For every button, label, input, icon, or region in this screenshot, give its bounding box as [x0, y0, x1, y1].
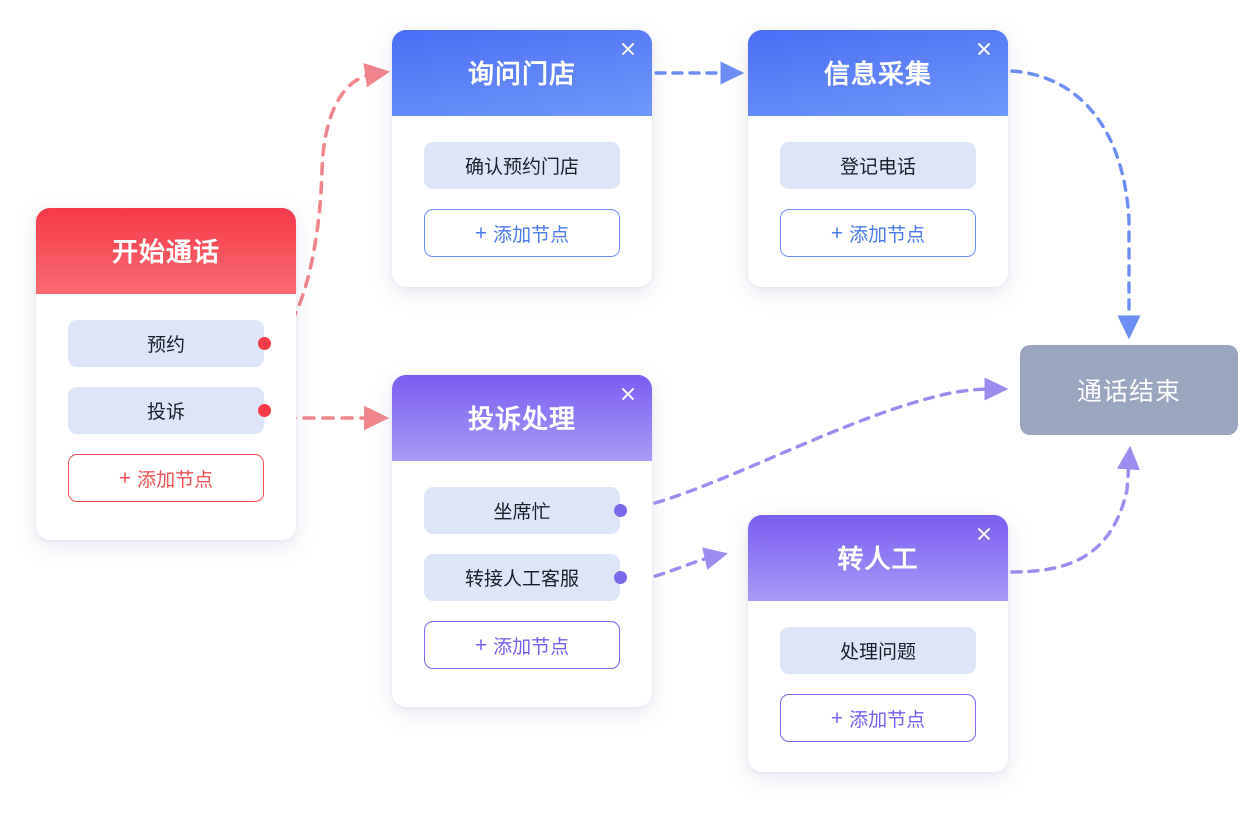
add-node-label: 添加节点: [493, 636, 570, 658]
node-title: 询问门店: [467, 59, 576, 89]
node-item-chip[interactable]: 处理问题: [780, 627, 976, 674]
close-icon[interactable]: [618, 384, 638, 404]
plus-icon: +: [474, 221, 488, 245]
node-ask-store[interactable]: 询问门店 确认预约门店 + 添加节点: [392, 30, 652, 287]
node-title: 转人工: [837, 544, 919, 574]
output-port-dot[interactable]: [614, 571, 627, 584]
node-title: 通话结束: [1076, 378, 1181, 406]
output-port-dot[interactable]: [614, 504, 627, 517]
node-header: 信息采集: [748, 30, 1008, 116]
node-complaint-handling[interactable]: 投诉处理 坐席忙 转接人工客服 + 添加节点: [392, 375, 652, 707]
plus-icon: +: [830, 706, 844, 730]
node-header: 开始通话: [36, 208, 296, 294]
add-node-button[interactable]: + 添加节点: [68, 454, 264, 502]
node-item-chip[interactable]: 转接人工客服: [424, 554, 627, 601]
edge-transfer-to-end: [1010, 445, 1140, 574]
edge-seat-busy-to-end: [620, 377, 1009, 513]
add-node-label: 添加节点: [493, 224, 570, 246]
node-body: 登记电话 + 添加节点: [748, 116, 1008, 287]
edge-collect-to-end: [1010, 69, 1141, 340]
add-node-button[interactable]: + 添加节点: [780, 694, 976, 742]
close-icon[interactable]: [618, 39, 638, 59]
close-icon[interactable]: [974, 524, 994, 544]
plus-icon: +: [474, 633, 488, 657]
node-start-call[interactable]: 开始通话 预约 投诉 + 添加节点: [36, 208, 296, 540]
node-body: 坐席忙 转接人工客服 + 添加节点: [392, 461, 652, 707]
plus-icon: +: [118, 466, 132, 490]
node-item-label: 登记电话: [839, 157, 916, 178]
output-port-dot[interactable]: [258, 404, 271, 417]
output-port-dot[interactable]: [258, 337, 271, 350]
node-header: 转人工: [748, 515, 1008, 601]
node-body: 预约 投诉 + 添加节点: [36, 294, 296, 540]
node-title: 信息采集: [823, 59, 932, 89]
node-collect-info[interactable]: 信息采集 登记电话 + 添加节点: [748, 30, 1008, 287]
node-body: 确认预约门店 + 添加节点: [392, 116, 652, 287]
node-header: 询问门店: [392, 30, 652, 116]
node-item-chip[interactable]: 登记电话: [780, 142, 976, 189]
node-title: 投诉处理: [467, 404, 576, 434]
node-transfer-to-agent[interactable]: 转人工 处理问题 + 添加节点: [748, 515, 1008, 772]
node-item-label: 坐席忙: [493, 502, 551, 523]
close-icon[interactable]: [974, 39, 994, 59]
plus-icon: +: [830, 221, 844, 245]
node-item-chip[interactable]: 投诉: [68, 387, 271, 434]
node-item-label: 投诉: [146, 402, 185, 423]
add-node-button[interactable]: + 添加节点: [424, 621, 620, 669]
add-node-button[interactable]: + 添加节点: [780, 209, 976, 257]
node-title: 开始通话: [111, 237, 220, 267]
node-item-label: 预约: [146, 335, 185, 356]
node-call-end[interactable]: 通话结束: [1020, 345, 1238, 435]
add-node-label: 添加节点: [849, 709, 926, 731]
node-item-label: 处理问题: [839, 642, 916, 663]
node-header: 投诉处理: [392, 375, 652, 461]
node-body: 处理问题 + 添加节点: [748, 601, 1008, 772]
add-node-button[interactable]: + 添加节点: [424, 209, 620, 257]
node-item-label: 转接人工客服: [464, 569, 579, 590]
node-item-label: 确认预约门店: [464, 157, 579, 178]
node-item-chip[interactable]: 确认预约门店: [424, 142, 620, 189]
node-item-chip[interactable]: 预约: [68, 320, 271, 367]
add-node-label: 添加节点: [849, 224, 926, 246]
node-item-chip[interactable]: 坐席忙: [424, 487, 627, 534]
add-node-label: 添加节点: [137, 469, 214, 491]
